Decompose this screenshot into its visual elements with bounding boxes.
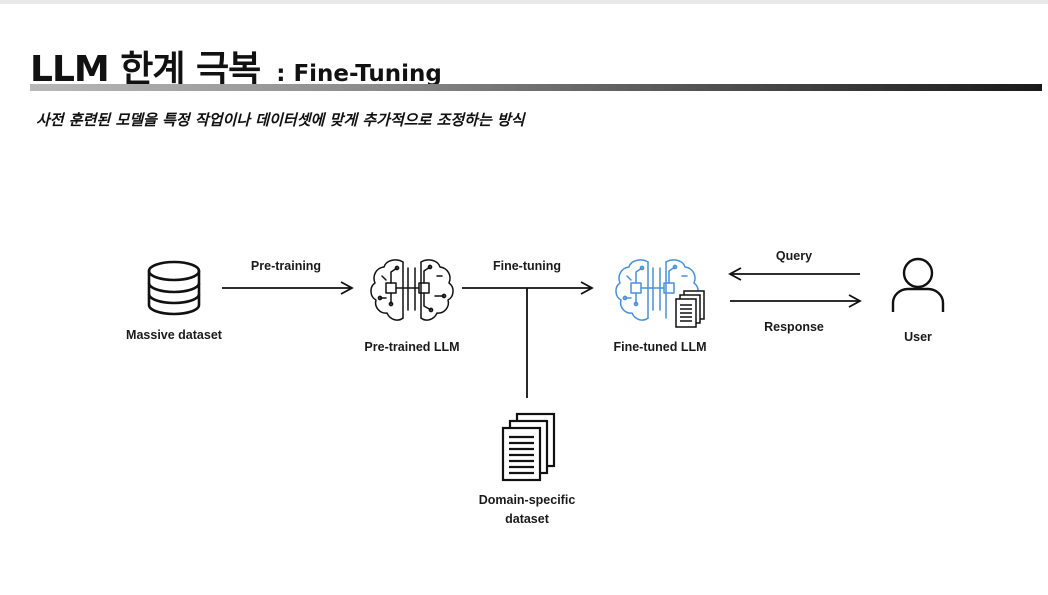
edge-label-finetuning: Fine-tuning bbox=[492, 259, 562, 273]
top-rule bbox=[0, 0, 1048, 4]
edge-label-pretraining: Pre-training bbox=[250, 259, 322, 273]
page-title: LLM 한계 극복 bbox=[30, 49, 261, 90]
brain-chip-icon bbox=[370, 259, 454, 321]
node-label-massive-dataset: Massive dataset bbox=[126, 328, 222, 342]
edge-label-query: Query bbox=[775, 249, 813, 263]
title-underline-bar bbox=[30, 84, 1042, 91]
document-stack-icon bbox=[501, 412, 556, 482]
node-label-user: User bbox=[904, 330, 932, 344]
page-header: LLM 한계 극복 : Fine-Tuning bbox=[30, 40, 442, 90]
document-stack-icon bbox=[675, 290, 705, 328]
brain-chip-blue-icon bbox=[615, 259, 699, 321]
page-title-tag: : Fine-Tuning bbox=[276, 61, 442, 87]
node-label-finetuned-llm: Fine-tuned LLM bbox=[613, 340, 707, 354]
edge-label-response: Response bbox=[764, 320, 824, 334]
database-icon bbox=[147, 260, 201, 316]
node-label-domain-dataset-line1: Domain-specific bbox=[478, 493, 576, 507]
node-label-pretrained-llm: Pre-trained LLM bbox=[364, 340, 460, 354]
user-icon bbox=[891, 257, 945, 312]
node-label-domain-dataset-line2: dataset bbox=[505, 512, 549, 526]
page-description: 사전 훈련된 모델을 특정 작업이나 데이터셋에 맞게 추가적으로 조정하는 방… bbox=[36, 111, 525, 129]
